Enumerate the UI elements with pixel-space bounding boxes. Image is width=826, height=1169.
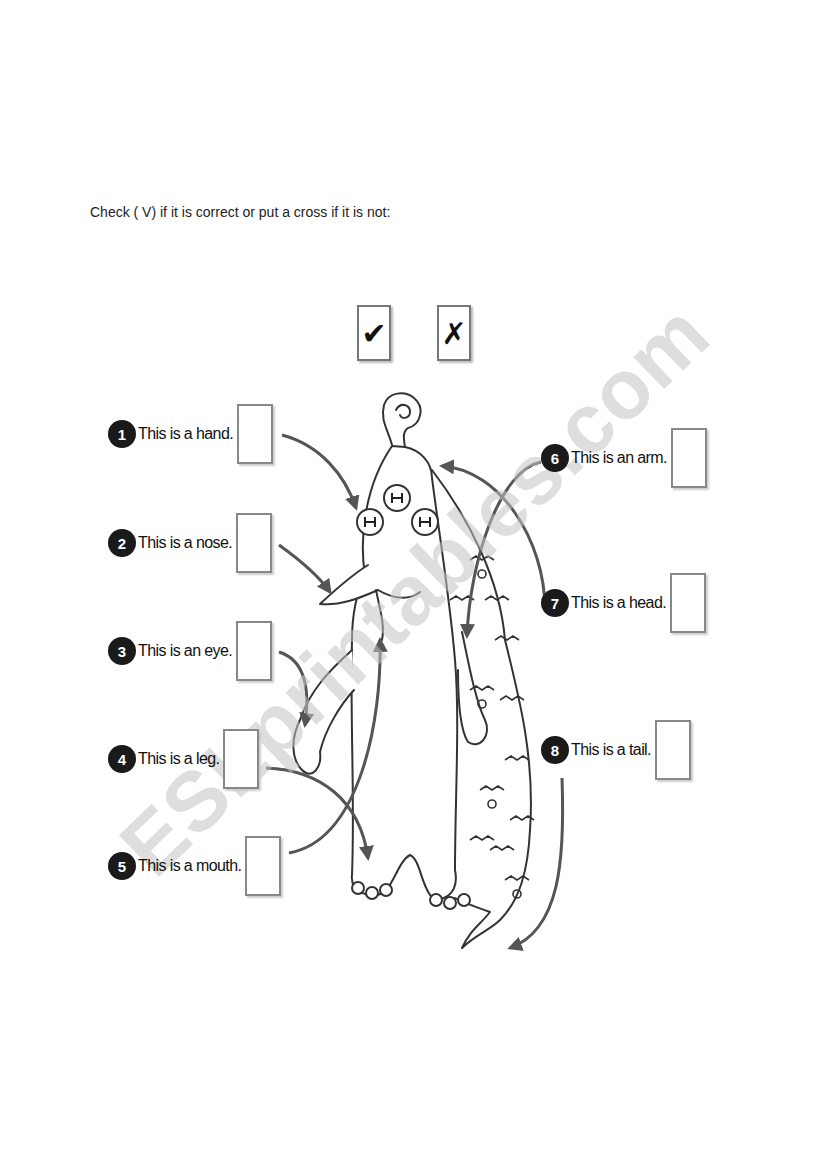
- item-sentence: This is a mouth.: [138, 857, 241, 875]
- callout-number: 1: [108, 420, 136, 448]
- item-sentence: This is a leg.: [138, 750, 219, 768]
- answer-symbol: ✔: [361, 316, 386, 351]
- item-sentence: This is an arm.: [571, 449, 667, 467]
- numbered-item: 8This is a tail.: [541, 720, 691, 780]
- callout-number: 2: [108, 529, 136, 557]
- numbered-item: 1This is a hand.: [108, 404, 273, 464]
- callout-number: 4: [108, 745, 136, 773]
- answer-key-box: ✔: [357, 305, 391, 361]
- callout-number: 7: [541, 589, 569, 617]
- answer-box: [245, 836, 281, 896]
- instruction-text: Check ( V) if it is correct or put a cro…: [90, 204, 390, 220]
- callout-number: 5: [108, 852, 136, 880]
- numbered-item: 6This is an arm.: [541, 428, 707, 488]
- answer-box: [237, 404, 273, 464]
- numbered-item: 2This is a nose.: [108, 513, 272, 573]
- item-sentence: This is a tail.: [571, 741, 651, 759]
- answer-box: [655, 720, 691, 780]
- answer-key-box: ✗: [437, 305, 471, 361]
- callout-number: 8: [541, 736, 569, 764]
- item-sentence: This is an eye.: [138, 642, 232, 660]
- numbered-item: 7This is a head.: [541, 573, 706, 633]
- callout-number: 6: [541, 444, 569, 472]
- item-sentence: This is a nose.: [138, 534, 232, 552]
- answer-box: [671, 428, 707, 488]
- numbered-item: 3This is an eye.: [108, 621, 272, 681]
- answer-box: [223, 729, 259, 789]
- item-sentence: This is a hand.: [138, 425, 233, 443]
- item-sentence: This is a head.: [571, 594, 666, 612]
- answer-symbol: ✗: [441, 316, 466, 351]
- callout-number: 3: [108, 637, 136, 665]
- numbered-item: 4This is a leg.: [108, 729, 259, 789]
- answer-box: [236, 621, 272, 681]
- numbered-item: 5This is a mouth.: [108, 836, 281, 896]
- answer-box: [670, 573, 706, 633]
- answer-box: [236, 513, 272, 573]
